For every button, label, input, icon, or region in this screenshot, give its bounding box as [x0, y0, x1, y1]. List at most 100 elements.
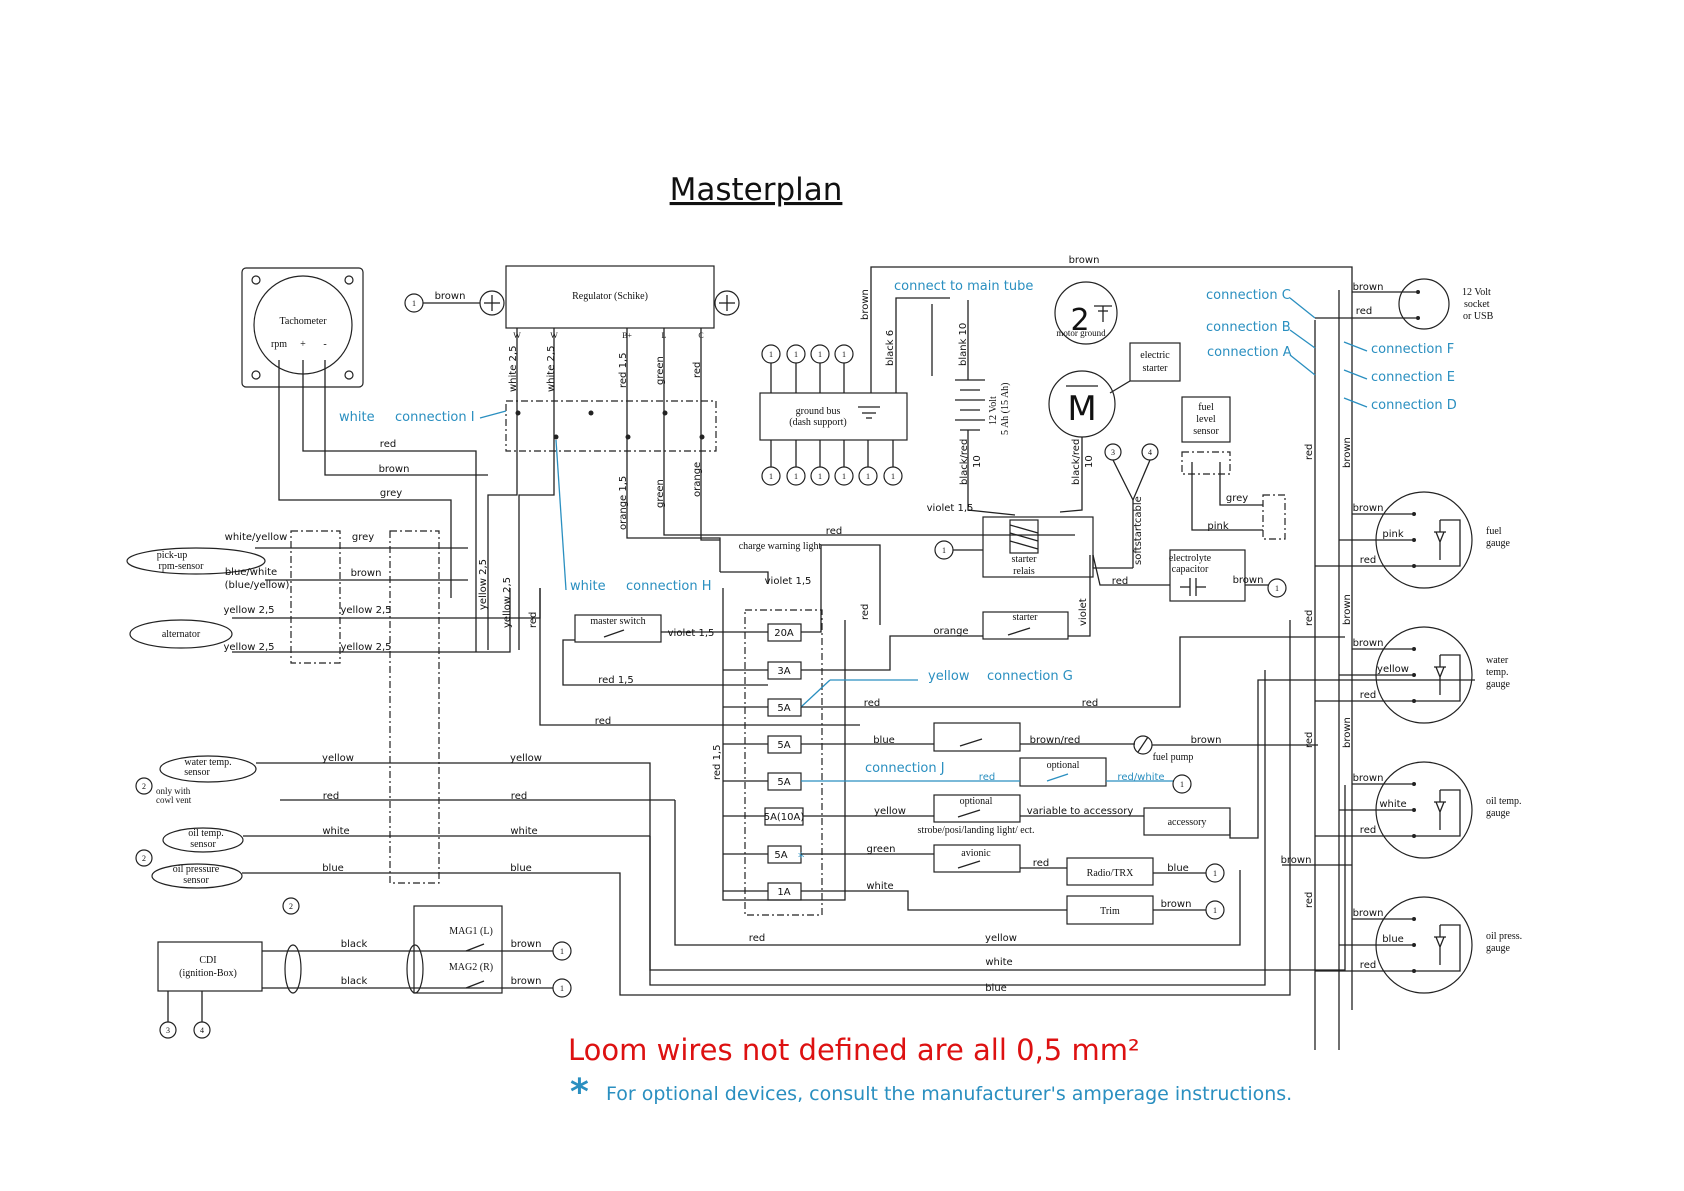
gauge-wire-label: blue	[1382, 934, 1404, 945]
wire-label-orange: orange	[692, 462, 703, 497]
socket-label-2: socket	[1464, 299, 1490, 310]
wire-label-red-avionic: red	[1033, 858, 1049, 869]
ground-terminal-bottom	[810, 466, 830, 486]
gauge-wire-label: red	[1360, 555, 1376, 566]
fuel-level-label-2: level	[1196, 414, 1216, 425]
terminal-mag1-1: 1	[560, 947, 564, 956]
wire-label-orange-starter: orange	[933, 626, 968, 637]
accessory-label: accessory	[1168, 817, 1207, 828]
wire-label-brown-trunk-2: brown	[1342, 594, 1353, 625]
wire-label-black-mag2: black	[341, 976, 368, 987]
master-switch-label: master switch	[590, 616, 645, 627]
gauge-wire-label: white	[1379, 799, 1406, 810]
gauge-label: gauge	[1486, 808, 1510, 819]
gauge-label: fuel	[1486, 526, 1502, 537]
connection-h-color: white	[570, 579, 606, 594]
wire-label-grey-pickup: grey	[352, 532, 374, 543]
wire-label-orange15: orange 1,5	[618, 476, 629, 530]
wire-label-tacho-brown: brown	[379, 464, 410, 475]
fuse-5a-10a: 5A(10A)	[764, 812, 805, 823]
soft-start-label: softstartcable	[1133, 496, 1144, 565]
wire-label-blue-oil-b: blue	[510, 863, 532, 874]
wire-label-red-bottom: red	[749, 933, 765, 944]
battery-label-2: 5 Ah (15 Ah)	[1000, 383, 1011, 436]
avionic-switch-label: avionic	[961, 848, 991, 859]
gauge-label: oil press.	[1486, 931, 1522, 942]
fuel-pump-label: fuel pump	[1153, 752, 1194, 763]
terminal-cdi-3: 3	[166, 1026, 170, 1035]
ground-terminal-bottom-number: 1	[818, 472, 822, 481]
battery: 12 Volt 5 Ah (15 Ah)	[955, 379, 1011, 436]
wire-label-brown-pump: brown	[1191, 735, 1222, 746]
oil-pressure-sensor-label-2: sensor	[183, 875, 209, 886]
regulator-label: Regulator (Schike)	[572, 291, 648, 302]
fuse-5a-3: 5A	[777, 777, 790, 788]
regulator: Regulator (Schike) W W B+ L C	[479, 265, 740, 340]
mag2-label: MAG2 (R)	[449, 962, 493, 973]
ground-terminal-top-number: 1	[818, 350, 822, 359]
ground-terminal-bottom	[834, 466, 854, 486]
wire-label-black-mag1: black	[341, 939, 368, 950]
fuse-star-icon: *	[798, 851, 805, 866]
wire-label-yellow-water-b: yellow	[510, 753, 542, 764]
oil-pressure-sensor-label-1: oil pressure	[173, 864, 220, 875]
wire-label-brown-socket: brown	[1353, 282, 1384, 293]
wire-label-black-red-b: black/red	[1071, 439, 1082, 485]
wire-label-blue-oil: blue	[322, 863, 344, 874]
connect-to-main-tube: connect to main tube	[894, 279, 1033, 294]
wire-label-brown-pickup: brown	[351, 568, 382, 579]
terminal-trim-1: 1	[1213, 906, 1217, 915]
wire-label-red-5a-b: red	[1082, 698, 1098, 709]
gauge-wire-label: brown	[1353, 908, 1384, 919]
connection-i: connection I	[395, 410, 475, 425]
wire-label-brown-v: brown	[860, 289, 871, 320]
gauge-wire-label: pink	[1382, 529, 1403, 540]
optional-switch-1-label: optional	[1047, 760, 1080, 771]
cdi-label-1: CDI	[199, 955, 216, 966]
wire-label-blue-radio: blue	[1167, 863, 1189, 874]
gauge-label: gauge	[1486, 943, 1510, 954]
wire-label-white-oil-b: white	[510, 826, 537, 837]
wire-label-blue-bottom: blue	[985, 983, 1007, 994]
starter-relais-label-2: relais	[1013, 566, 1035, 577]
wire-label-red-socket: red	[1356, 306, 1372, 317]
connection-j: connection J	[865, 761, 945, 776]
ground-bus-label-2: (dash support)	[789, 417, 847, 428]
starter-relais: starter relais	[982, 516, 1094, 578]
pickup-label-1: pick-up	[157, 550, 188, 561]
ground-terminal-top-number: 1	[842, 350, 846, 359]
wire-label-brown-trim: brown	[1161, 899, 1192, 910]
wire-label-black6: black 6	[885, 330, 896, 366]
gauge-label: gauge	[1486, 679, 1510, 690]
wire-label-violet15-b: violet 1,5	[668, 628, 715, 639]
ground-terminal-bottom	[858, 466, 878, 486]
fuse-5a-2: 5A	[777, 740, 790, 751]
gauges: brownpinkredfuelgaugebrownyellowredwater…	[1315, 491, 1522, 994]
fuse-5a-1: 5A	[777, 703, 790, 714]
connection-g: connection G	[987, 669, 1073, 684]
wire-label-red15-b: red 1,5	[598, 675, 633, 686]
gauge-label: temp.	[1486, 667, 1509, 678]
page-title: Masterplan	[670, 172, 843, 208]
wire-label-blank10: blank 10	[958, 323, 969, 366]
socket-label-1: 12 Volt	[1462, 287, 1491, 298]
connection-h: connection H	[626, 579, 712, 594]
battery-label-1: 12 Volt	[988, 396, 999, 425]
gauge-wire-label: yellow	[1377, 664, 1409, 675]
wire-label-red-starter: red	[860, 604, 871, 620]
wire-label-brown-red: brown/red	[1030, 735, 1081, 746]
connection-g-color: yellow	[928, 669, 970, 684]
ground-terminal-top-number: 1	[769, 350, 773, 359]
wire-label-violet15-c: violet 1,5	[927, 503, 974, 514]
wire-label-blue-5a: blue	[873, 735, 895, 746]
wire-label-red15-v: red 1,5	[712, 745, 723, 780]
terminal-relais-1: 1	[942, 546, 946, 555]
fuel-level-sensor: fuel level sensor	[1181, 396, 1231, 475]
strobe-note: strobe/posi/landing light/ ect.	[918, 825, 1035, 836]
connection-b: connection B	[1206, 320, 1291, 335]
gauge-wire-label: red	[1360, 825, 1376, 836]
trim-label: Trim	[1100, 906, 1120, 917]
ground-terminal-bottom-number: 1	[794, 472, 798, 481]
wire-label-red-trunk-3: red	[1304, 732, 1315, 748]
